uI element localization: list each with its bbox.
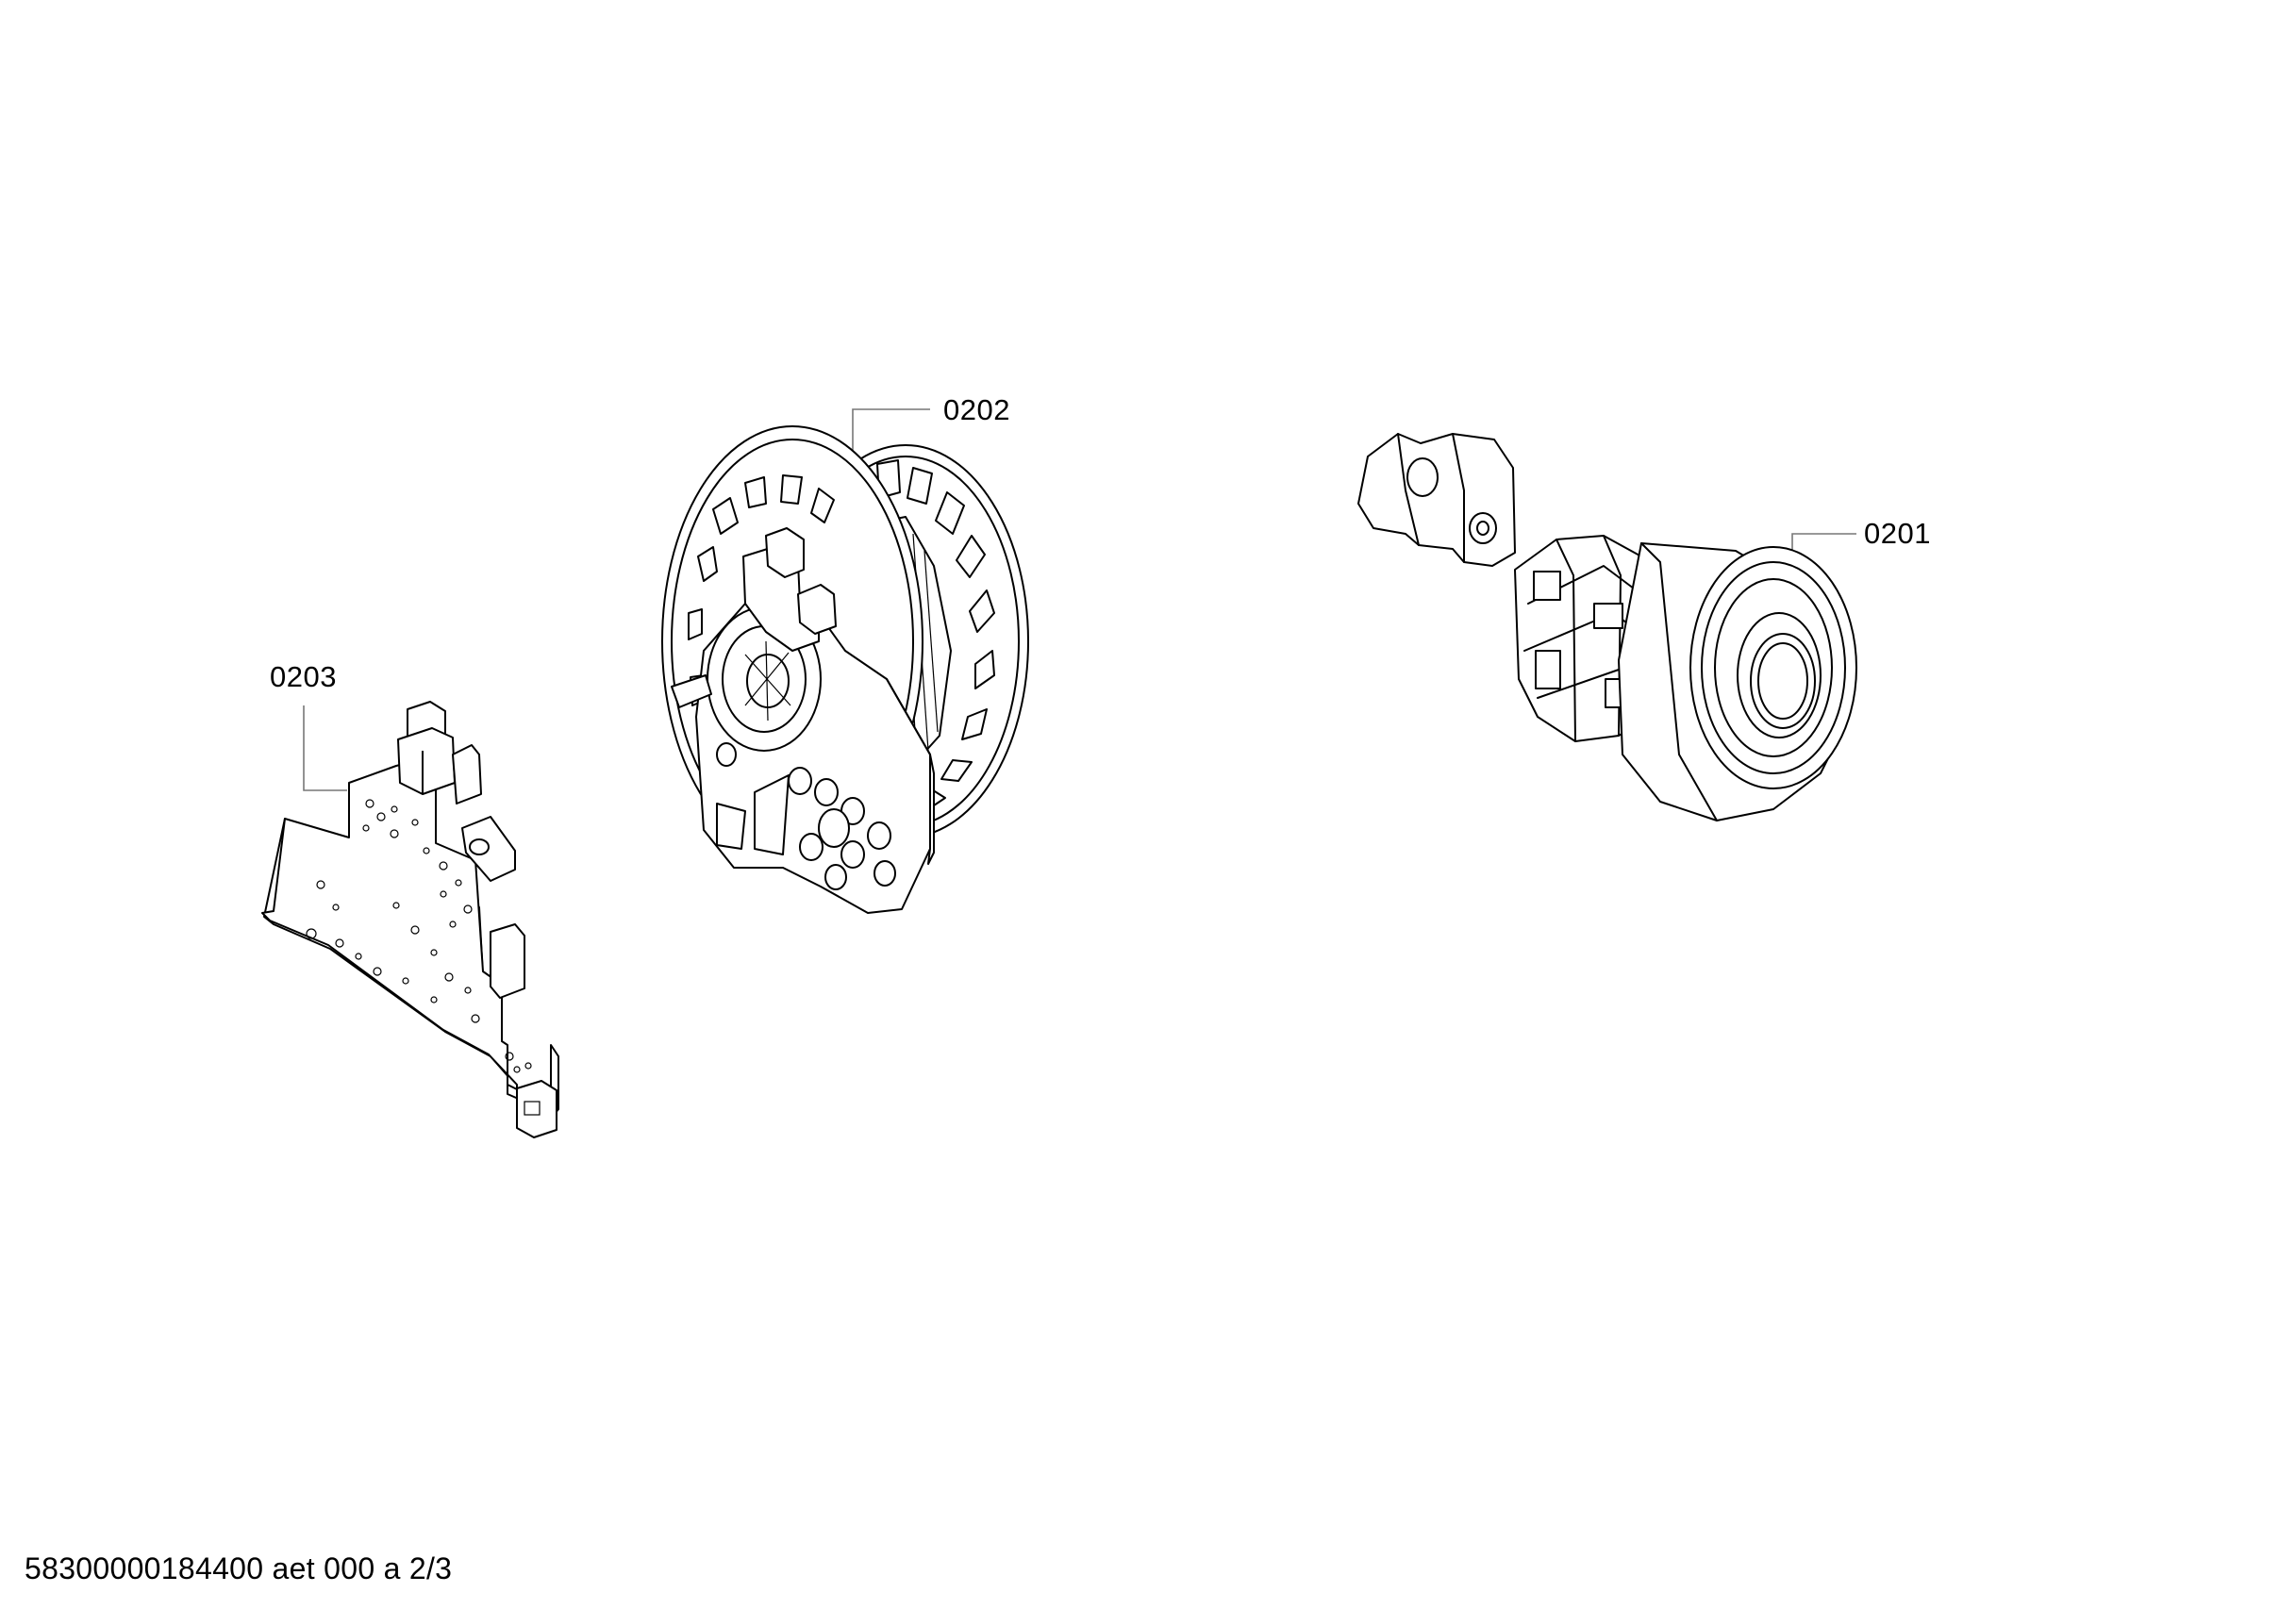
leader-line-0202 — [852, 408, 930, 453]
callout-0203: 0203 — [270, 660, 337, 693]
cable-reel-icon[interactable] — [661, 408, 1029, 914]
document-reference: 58300000184400 aet 000 a 2/3 — [25, 1551, 453, 1585]
callout-0201: 0201 — [1864, 517, 1931, 550]
circuit-board-icon[interactable] — [261, 701, 559, 1138]
motor-icon[interactable] — [1357, 433, 1857, 821]
callout-0202: 0202 — [943, 393, 1010, 426]
leader-line-0203 — [303, 705, 347, 791]
